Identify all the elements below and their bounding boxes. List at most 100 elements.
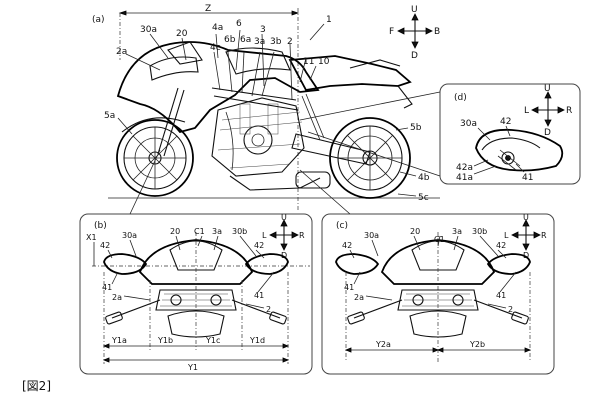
label-4b: 4b — [418, 173, 430, 183]
front-fairing-c — [380, 239, 496, 285]
label-b-42-right: 42 — [254, 241, 264, 250]
label-10: 10 — [318, 57, 330, 67]
right-grip-c — [511, 311, 529, 325]
label-b-41-right: 41 — [254, 291, 264, 300]
label-2a: 2a — [116, 47, 127, 57]
label-5b: 5b — [410, 123, 422, 133]
compass-c-up: U — [523, 213, 529, 222]
label-d-41a: 41a — [456, 173, 473, 183]
compass-d: U D L R — [524, 84, 572, 138]
mirror-housing — [475, 128, 564, 172]
fuel-tank-b — [167, 310, 225, 338]
label-d-30a: 30a — [460, 119, 477, 129]
label-6b: 6b — [224, 35, 236, 45]
exhaust-muffler — [295, 171, 331, 189]
label-d-42a: 42a — [456, 163, 473, 173]
label-4a: 4a — [212, 23, 223, 33]
front-wheel — [116, 119, 194, 197]
label-b-y1a: Y1a — [111, 336, 127, 345]
exhaust-pipe — [229, 175, 321, 191]
compass-c-left: L — [504, 231, 509, 240]
label-c-2: 2 — [508, 305, 513, 314]
label-b-2a: 2a — [112, 293, 122, 302]
rear-fender — [397, 85, 413, 109]
handlebars-c — [353, 299, 523, 319]
label-d-41: 41 — [522, 173, 533, 183]
label-6: 6 — [236, 19, 242, 29]
windscreen-b — [169, 240, 223, 271]
label-3a: 3a — [254, 37, 265, 47]
label-c-30b: 30b — [472, 227, 487, 236]
label-c-3a: 3a — [452, 227, 462, 236]
label-b-2: 2 — [266, 305, 271, 314]
compass-fb-ud: U D F B — [389, 5, 440, 61]
left-grip-c — [347, 311, 365, 325]
panel-d: (d) U D L R 30a 42 42a 41a 41 — [299, 83, 581, 185]
panel-b-tag: (b) — [94, 221, 107, 231]
label-b-42-left: 42 — [100, 241, 110, 250]
mirror-lamp-lines — [497, 149, 521, 171]
label-c-y2a: Y2a — [375, 340, 391, 349]
panel-c-tag: (c) — [336, 221, 348, 231]
compass-c: U D L R — [504, 213, 547, 260]
compass-down-label: D — [411, 51, 418, 61]
right-grip-b — [269, 311, 287, 325]
label-b-30b: 30b — [232, 227, 247, 236]
panel-d-tag: (d) — [454, 93, 467, 103]
label-b-20: 20 — [170, 227, 180, 236]
panel-d-connector-2 — [307, 131, 441, 177]
frame-spar — [211, 87, 299, 111]
compass-up-label: U — [411, 5, 418, 15]
front-fairing — [116, 41, 320, 134]
compass-d-left: L — [524, 106, 529, 116]
label-2: 2 — [287, 37, 293, 47]
dimension-arrow-right-icon — [291, 10, 300, 16]
front-fork — [157, 87, 185, 157]
label-b-41-left: 41 — [102, 283, 112, 292]
front-fairing-b — [138, 239, 254, 285]
y-dimensions-c — [344, 272, 532, 360]
label-30a: 30a — [140, 25, 157, 35]
panel-c-connector — [299, 169, 351, 215]
label-b-y1c: Y1c — [205, 336, 220, 345]
label-c-42-right: 42 — [496, 241, 506, 250]
fuel-tank-c — [409, 310, 467, 338]
label-b-30a: 30a — [122, 231, 137, 240]
right-mirror-c — [486, 253, 531, 275]
label-11: 11 — [303, 57, 314, 67]
label-b-y1d: Y1d — [249, 336, 265, 345]
label-d-42: 42 — [500, 117, 511, 127]
right-mirror-b — [244, 253, 289, 275]
compass-d-up: U — [544, 84, 551, 94]
panel-b-connector — [129, 149, 161, 215]
figure-caption: [図2] — [22, 379, 51, 393]
left-grip-b — [105, 311, 123, 325]
label-4c: 4c — [210, 43, 221, 53]
label-c-42-left: 42 — [342, 241, 352, 250]
label-b-3a: 3a — [212, 227, 222, 236]
top-clamp-c — [397, 289, 479, 311]
label-b-x1: X1 — [86, 233, 97, 242]
panel-d-connector-1 — [299, 91, 441, 121]
label-c-20: 20 — [410, 227, 420, 236]
compass-b-left: L — [262, 231, 267, 240]
y-dimensions-b — [102, 272, 290, 364]
label-c-41-right: 41 — [496, 291, 506, 300]
compass-front-label: F — [389, 27, 394, 37]
fuel-tank — [225, 47, 291, 75]
compass-b-right: R — [299, 231, 305, 240]
label-6a: 6a — [240, 35, 251, 45]
panel-a-tag: (a) — [92, 15, 105, 25]
left-mirror-c — [335, 253, 380, 275]
compass-d-down: D — [544, 128, 551, 138]
compass-c-down: D — [523, 251, 529, 260]
compass-c-right: R — [541, 231, 547, 240]
label-b-y1b: Y1b — [157, 336, 173, 345]
dim-z-label: Z — [205, 4, 211, 14]
headlight-cowl — [149, 56, 199, 81]
seat-tail — [288, 55, 412, 91]
panel-b: (b) U D L R X1 — [79, 149, 313, 375]
label-c-2a: 2a — [354, 293, 364, 302]
label-5c: 5c — [418, 193, 429, 203]
